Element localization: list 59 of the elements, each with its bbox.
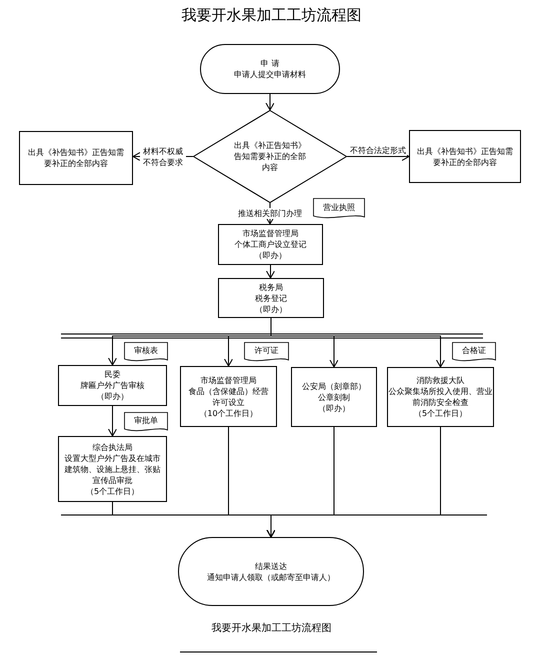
arrow — [266, 94, 274, 110]
node-text: 出具《补告知书》正告知需要补正的全部内容 — [27, 147, 125, 169]
node-text: 消防救援大队 — [416, 375, 464, 386]
document-shape — [244, 342, 289, 362]
node-text: （即办） — [254, 250, 286, 261]
document-shape — [452, 342, 496, 362]
terminal-shape — [200, 44, 340, 94]
node-text: 审批单 — [134, 415, 158, 426]
process-box — [58, 436, 167, 502]
node-text: 税务登记 — [255, 292, 287, 304]
node-text: 牌匾户外广告审核 — [80, 380, 144, 391]
node-text: （即办） — [255, 304, 287, 314]
document-shape — [313, 198, 365, 219]
node-text: （5个工作日） — [86, 486, 140, 496]
decision-diamond — [193, 110, 347, 203]
edge-label: 材料不权威不符合要求 — [140, 146, 186, 168]
node-text: 税务局 — [259, 282, 283, 292]
caption: 我要开水果加工工坊流程图 — [212, 623, 332, 634]
document-shape — [124, 342, 168, 362]
process-box — [218, 224, 323, 265]
edge-label: 不符合法定形式 — [349, 144, 407, 156]
node-text: 个体工商户设立登记 — [234, 239, 306, 250]
title: 我要开水果加工工坊流程图 — [182, 6, 362, 24]
node-text: （5个工作日） — [414, 408, 468, 419]
arrow — [346, 152, 410, 161]
node-text: 出具《补告知书》正告知需要补正的全部内容 — [416, 146, 514, 168]
edge-label: 推送相关部门办理 — [237, 208, 303, 219]
node-text: 申请人提交申请材料 — [234, 69, 306, 80]
node-text: 综合执法局 — [92, 442, 132, 452]
node-text: 民委 — [104, 369, 120, 380]
process-box — [387, 367, 494, 427]
arrow — [266, 264, 275, 278]
node-text: 出具《补正告知书》告知需要补正的全部内容 — [234, 140, 306, 173]
node-text: 公安局（刻章部） — [302, 380, 366, 392]
node-text: 设置大型户外广告及在城市建筑物、设施上悬挂、张贴宣传品审批 — [64, 452, 160, 486]
arrow — [108, 406, 117, 436]
node-text: 审核表 — [134, 345, 158, 356]
node-text: （即办） — [318, 402, 350, 414]
node-text: 申 请 — [260, 58, 280, 69]
node-text: （10个工作日） — [199, 408, 258, 418]
document-shape — [124, 412, 168, 432]
process-box — [180, 366, 277, 427]
node-text: 食品（含保健品）经营许可设立 — [188, 386, 270, 408]
node-text: （即办） — [96, 391, 128, 402]
node-text: 通知申请人领取（或邮寄至申请人） — [207, 572, 335, 582]
process-box — [409, 130, 521, 183]
node-text: 许可证 — [254, 345, 278, 356]
process-box — [218, 278, 324, 318]
arrow — [266, 426, 441, 538]
node-text: 公众聚集场所投入使用、营业前消防安全检查 — [388, 386, 492, 408]
node-text: 公章刻制 — [318, 392, 350, 402]
node-text: 市场监督管理局 — [242, 228, 298, 239]
node-text: 营业执照 — [323, 202, 355, 212]
process-box — [58, 365, 167, 406]
node-text: 合格证 — [462, 345, 486, 356]
node-text: 市场监督管理局 — [200, 374, 256, 386]
node-text: 结果送达 — [255, 560, 287, 572]
process-box — [19, 131, 133, 185]
process-box — [291, 367, 377, 427]
